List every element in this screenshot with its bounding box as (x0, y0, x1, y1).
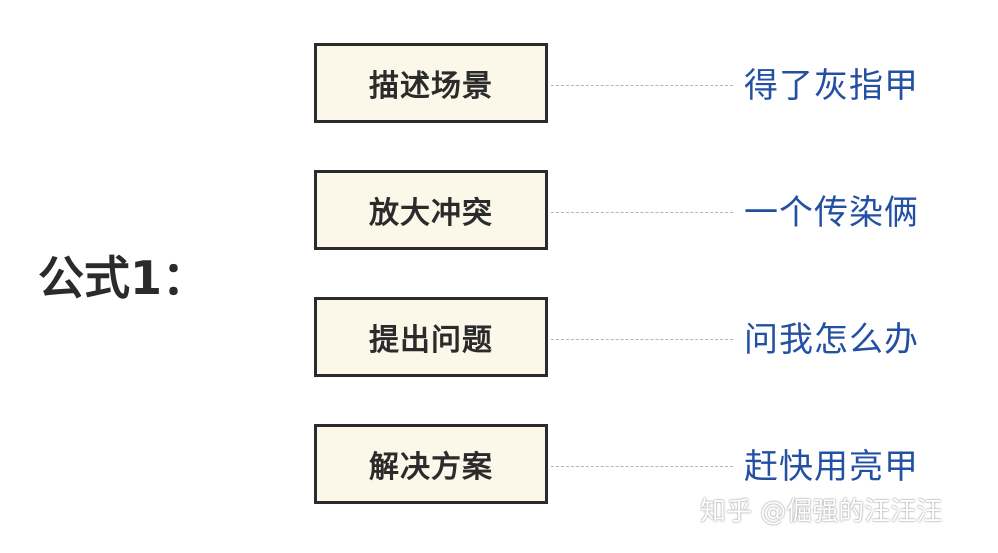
connector-line (551, 466, 733, 467)
step-box-amplify-conflict: 放大冲突 (314, 170, 548, 250)
step-box-raise-question: 提出问题 (314, 297, 548, 377)
step-label: 解决方案 (369, 450, 493, 485)
connector-line (551, 85, 733, 86)
example-text: 一个传染俩 (744, 193, 919, 233)
step-box-describe-scene: 描述场景 (314, 43, 548, 123)
step-box-solution: 解决方案 (314, 424, 548, 504)
step-label: 提出问题 (369, 323, 493, 358)
connector-line (551, 212, 733, 213)
formula-title: 公式1： (38, 251, 209, 305)
connector-line (551, 339, 733, 340)
step-label: 描述场景 (369, 69, 493, 104)
example-text: 得了灰指甲 (744, 66, 919, 106)
step-label: 放大冲突 (369, 196, 493, 231)
example-text: 问我怎么办 (744, 320, 919, 360)
watermark: 知乎 @倔强的汪汪汪 (700, 497, 943, 527)
example-text: 赶快用亮甲 (744, 447, 919, 487)
